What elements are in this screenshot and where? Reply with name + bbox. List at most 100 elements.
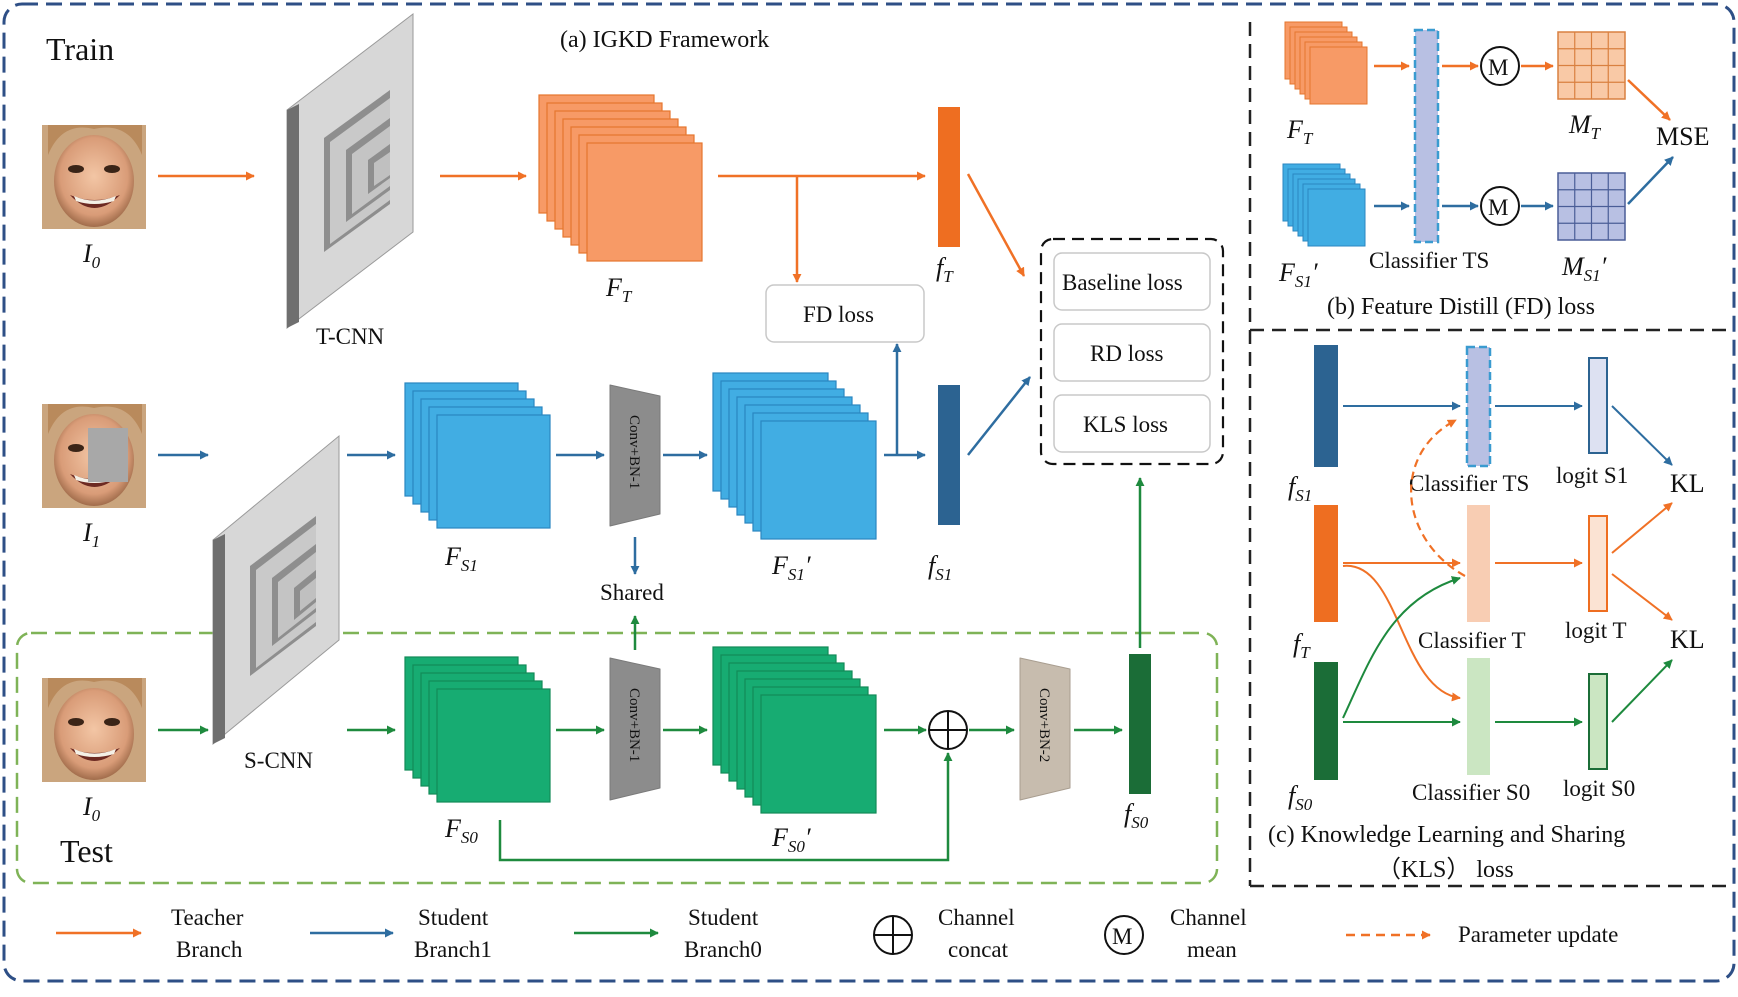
teacher-vector-label: fT <box>936 253 954 286</box>
student-cnn-block <box>212 434 340 746</box>
baseline-loss-box <box>1053 252 1211 311</box>
fd-classifier-label: Classifier TS <box>1369 248 1489 273</box>
test-input-label: I0 <box>82 792 101 825</box>
kls-logit-t-bar <box>1588 515 1608 612</box>
student1-feature-map-stack <box>404 382 551 529</box>
kls-panel-title-line2: （KLS） loss <box>1377 857 1514 883</box>
legend-teacher-line1: Teacher <box>171 905 244 930</box>
kls-classifier-ts-label: Classifier TS <box>1409 471 1529 496</box>
fd-teacher-mean-map-grid <box>1557 31 1626 100</box>
legend-mean-symbol: M <box>1104 915 1144 955</box>
kls-logit-s0-bar <box>1588 673 1608 770</box>
framework-title: (a) IGKD Framework <box>560 27 769 53</box>
teacher-cnn-block <box>286 12 414 330</box>
shared-label: Shared <box>600 580 664 605</box>
occluded-input-image <box>42 404 146 508</box>
test-input-image <box>42 678 146 782</box>
kls-teacher-label: fT <box>1293 629 1311 662</box>
baseline-loss-label: Baseline loss <box>1062 270 1183 295</box>
legend-update-label: Parameter update <box>1458 922 1618 947</box>
fd-teacher-feature-label: FT <box>1286 115 1314 148</box>
student0-vector-bar <box>1129 654 1151 794</box>
kls-student0-bar <box>1314 662 1338 780</box>
kls-classifier-ts <box>1465 345 1492 468</box>
legend-concat-line2: concat <box>948 937 1009 962</box>
conv-bn-1-top-module <box>609 384 661 527</box>
kls-classifier-s0 <box>1467 658 1490 775</box>
student0-refined-feature-map-label: FS0′ <box>771 823 811 856</box>
student1-refined-feature-map-label: FS1′ <box>771 551 811 584</box>
fd-arrow-ms1-to-mse <box>1627 156 1674 205</box>
kls-arrow-s0-to-kl <box>1611 659 1673 723</box>
legend-concat-symbol <box>873 915 913 955</box>
kls-arrow-s1-to-kl <box>1611 405 1673 466</box>
loss-group <box>1039 237 1225 466</box>
svg-text:M: M <box>1488 195 1508 220</box>
kls-parameter-update-arrow <box>1410 419 1466 577</box>
teacher-cnn-label: T-CNN <box>316 324 385 349</box>
svg-text:M: M <box>1112 924 1132 949</box>
kls-arrow-fs0-to-classifier-t <box>1342 576 1461 719</box>
conv-bn-2-module <box>1019 657 1071 801</box>
kls-kl-bottom-label: KL <box>1670 625 1705 654</box>
legend-teacher-line2: Branch <box>176 937 243 962</box>
kls-student1-bar <box>1314 345 1338 467</box>
teacher-vector-bar <box>938 107 960 247</box>
kls-logit-s1-bar <box>1588 357 1608 454</box>
student1-arrow-to-loss <box>967 376 1031 456</box>
svg-text:M: M <box>1488 55 1508 80</box>
kls-classifier-s0-label: Classifier S0 <box>1412 780 1530 805</box>
fd-student-mean-symbol: M <box>1480 186 1520 226</box>
student1-vector-bar <box>938 385 960 525</box>
conv-bn-2-label: Conv+BN-2 <box>1036 688 1052 762</box>
student0-feature-map-stack <box>404 656 551 803</box>
train-label: Train <box>46 31 114 67</box>
fd-student-feature-label: FS1′ <box>1278 258 1318 291</box>
kls-arrow-t-to-kl-top <box>1611 502 1673 554</box>
rd-loss-box <box>1053 323 1211 382</box>
teacher-arrow-to-loss <box>966 173 1026 277</box>
fd-mse-label: MSE <box>1656 122 1709 151</box>
fd-panel-title: (b) Feature Distill (FD) loss <box>1327 294 1595 320</box>
conv-bn-1-bottom-module <box>609 657 661 801</box>
legend-mean-line1: Channel <box>1170 905 1247 930</box>
fd-loss-label: FD loss <box>803 302 874 327</box>
kls-loss-box <box>1053 394 1211 453</box>
student1-refined-feature-map-stack <box>712 372 877 540</box>
test-region <box>15 631 1219 885</box>
kls-arrow-ft-to-classifier-s0 <box>1342 564 1461 702</box>
kls-classifier-t-label: Classifier T <box>1418 628 1526 653</box>
fd-teacher-feature-stack <box>1284 21 1368 105</box>
conv-bn-1-top-label: Conv+BN-1 <box>626 415 642 489</box>
legend-student0-line2: Branch0 <box>684 937 762 962</box>
fd-teacher-mean-map-label: MT <box>1568 110 1602 143</box>
legend-student1-line2: Branch1 <box>414 937 492 962</box>
kls-logit-t-label: logit T <box>1565 618 1627 643</box>
channel-concat-symbol <box>928 710 968 750</box>
kls-student1-label: fS1 <box>1288 472 1312 505</box>
fd-student-feature-stack <box>1282 163 1366 247</box>
kls-logit-s1-label: logit S1 <box>1556 463 1628 488</box>
student0-feature-map-label: FS0 <box>444 814 478 847</box>
fd-arrow-mt-to-mse <box>1627 79 1671 121</box>
kls-arrow-t-to-kl-bottom <box>1611 573 1673 621</box>
legend-mean-line2: mean <box>1187 937 1237 962</box>
kls-logit-s0-label: logit S0 <box>1563 776 1635 801</box>
kls-classifier-t <box>1467 505 1490 622</box>
student0-refined-feature-map-stack <box>712 646 877 814</box>
fd-student-mean-map-label: MS1′ <box>1561 252 1607 285</box>
teacher-input-image <box>42 125 146 229</box>
teacher-feature-map-stack <box>538 94 703 262</box>
kls-kl-top-label: KL <box>1670 469 1705 498</box>
test-label: Test <box>60 833 113 869</box>
legend-student1-line1: Student <box>418 905 489 930</box>
legend-student0-line1: Student <box>688 905 759 930</box>
kls-student0-label: fS0 <box>1288 781 1313 814</box>
conv-bn-1-bottom-label: Conv+BN-1 <box>626 688 642 762</box>
legend-concat-line1: Channel <box>938 905 1015 930</box>
fd-student-mean-map-grid <box>1557 172 1626 241</box>
teacher-input-label: I0 <box>82 239 101 272</box>
kls-panel-title-line1: (c) Knowledge Learning and Sharing <box>1268 822 1625 848</box>
